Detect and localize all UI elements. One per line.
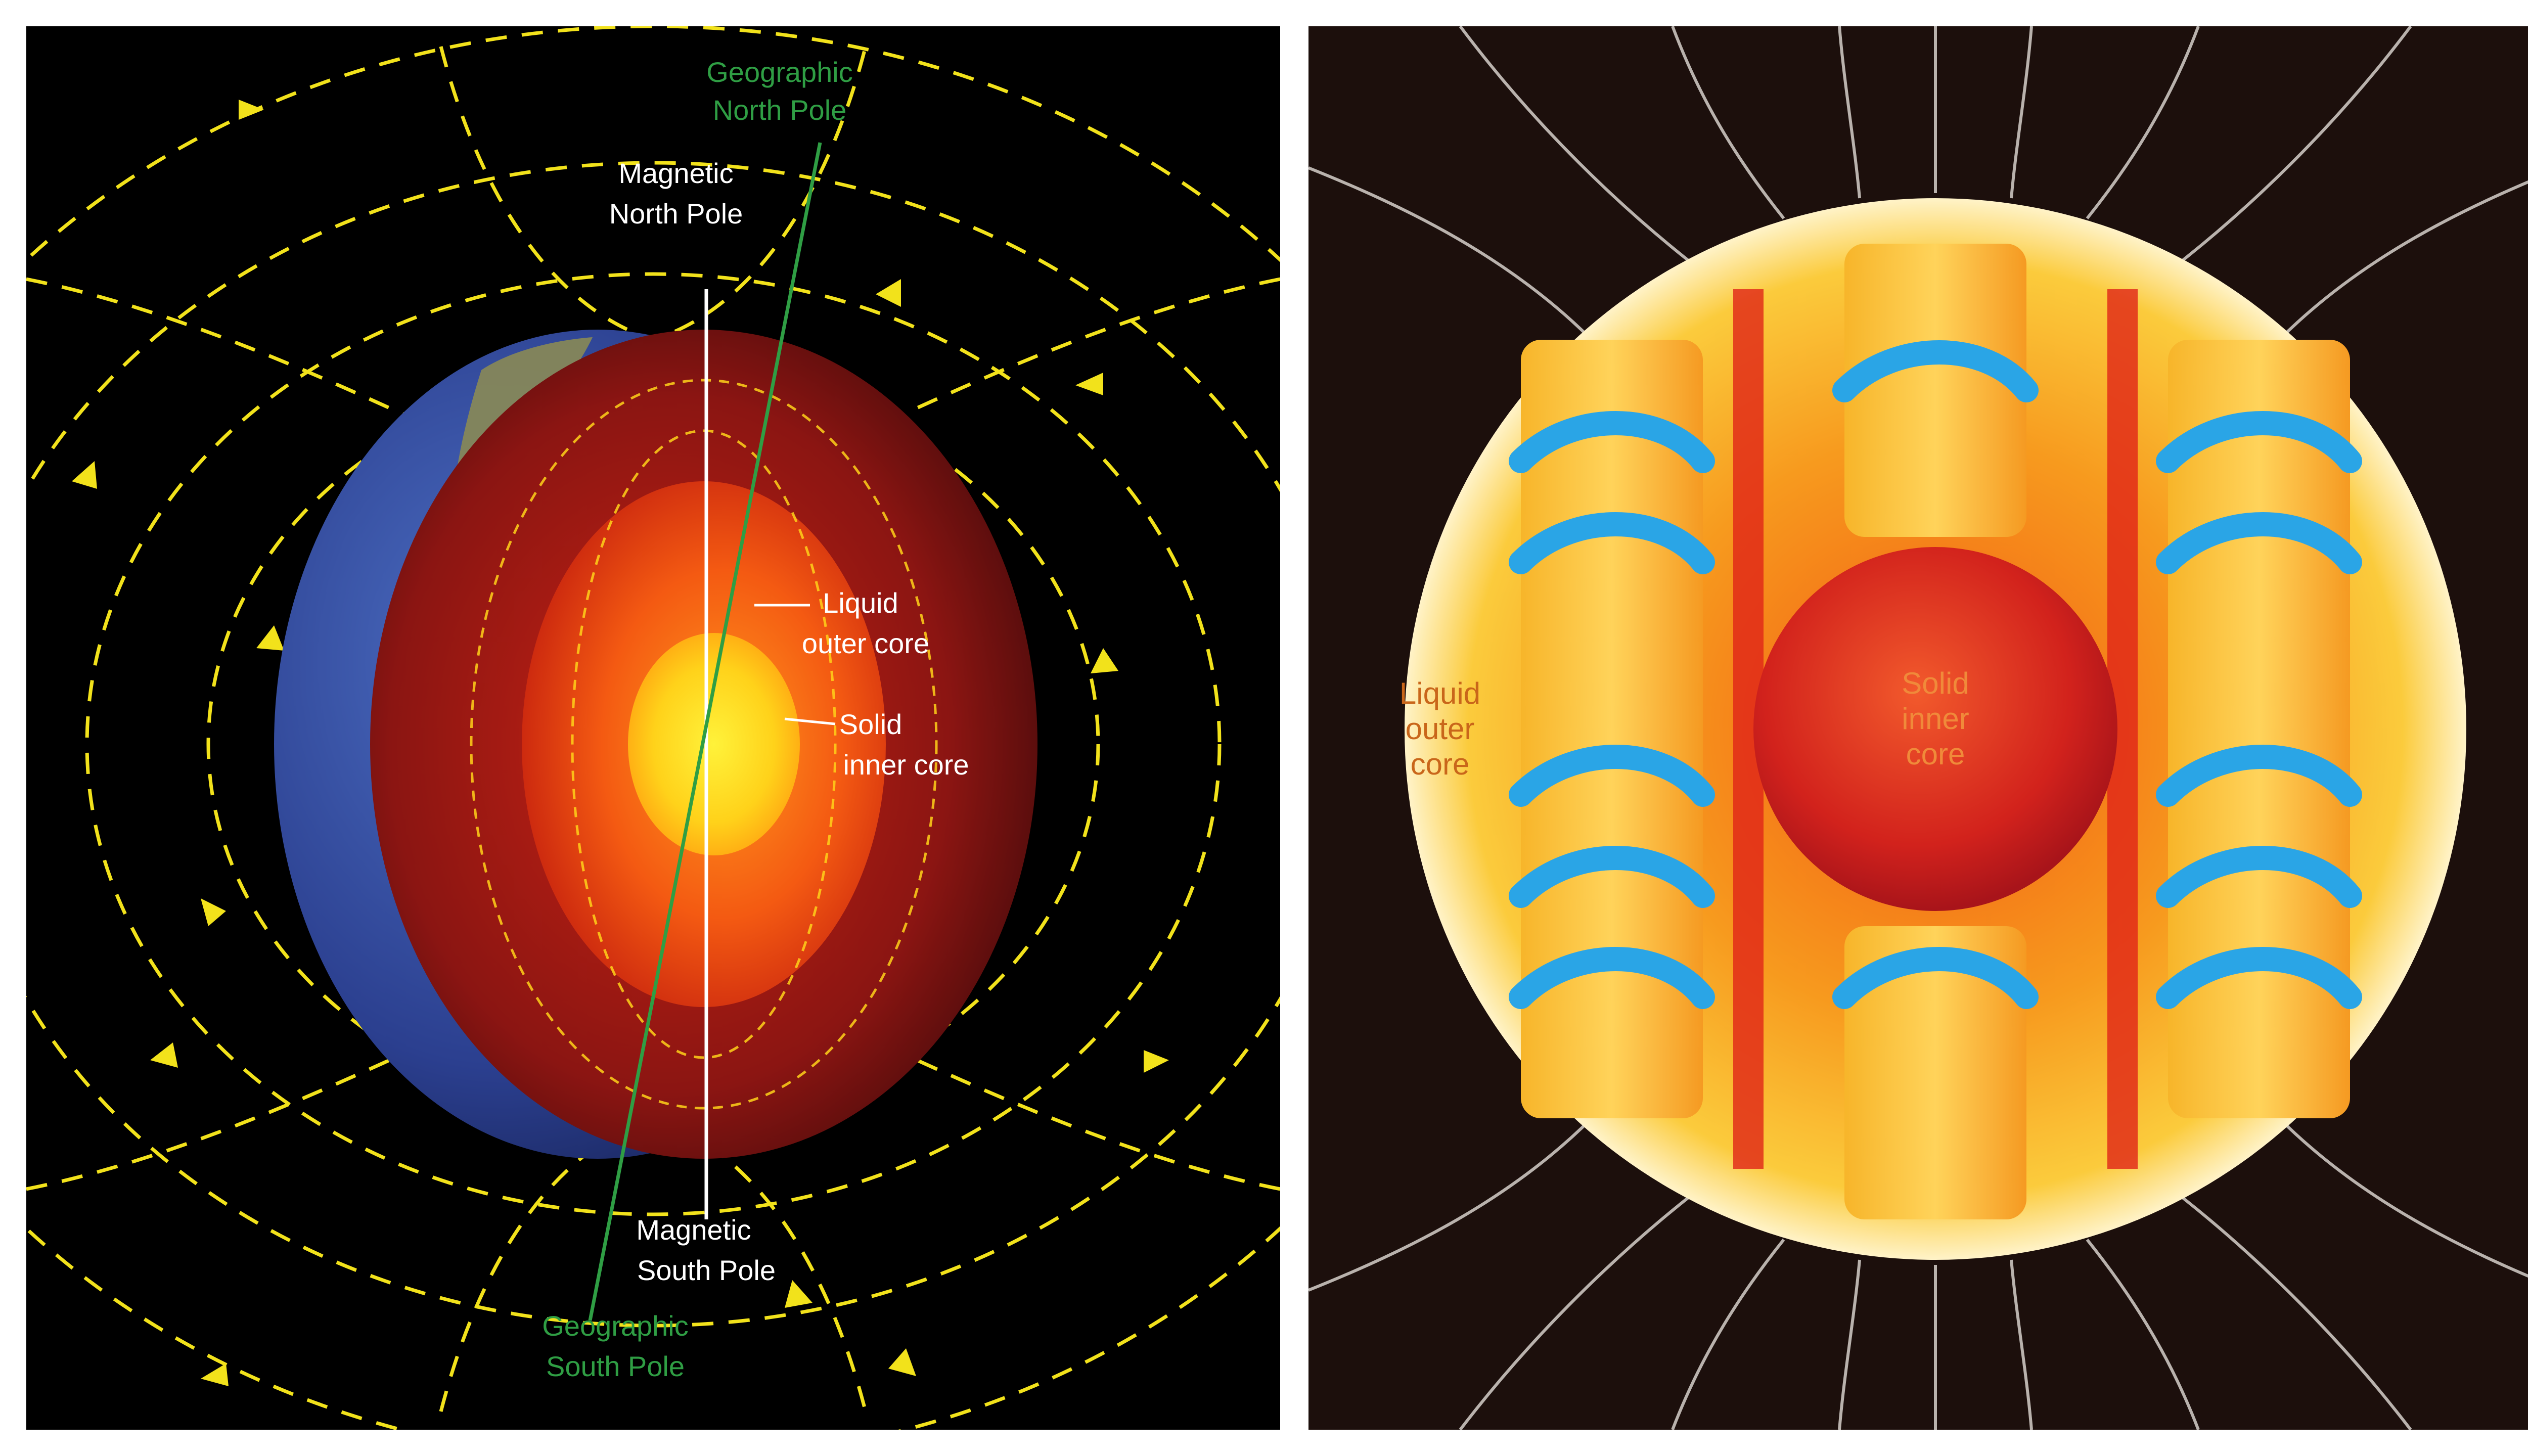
field-arrow — [201, 898, 226, 926]
convection-column-top — [1844, 244, 2026, 537]
field-line — [1460, 26, 1693, 264]
liquid-outer-core-label-line3: core — [1411, 747, 1470, 781]
field-line — [1308, 1118, 1592, 1290]
magnetic-south-pole-label-line2: South Pole — [637, 1254, 776, 1286]
liquid-outer-core-label-line2: outer — [1406, 712, 1475, 746]
magnetic-north-pole-label-line2: North Pole — [609, 198, 743, 230]
solid-inner-core-label-line1: Solid — [839, 708, 902, 740]
geographic-north-pole-label-line1: Geographic — [706, 56, 853, 88]
field-line — [2087, 1240, 2198, 1430]
geographic-north-pole-label-line2: North Pole — [713, 94, 847, 126]
field-line — [1839, 26, 1860, 198]
field-line-top — [441, 47, 866, 340]
core-convection-illustration: Liquid outer core Solid inner core — [1308, 26, 2528, 1430]
field-line — [1308, 168, 1592, 340]
field-arrow — [150, 1042, 178, 1068]
magnetic-south-pole-label-line1: Magnetic — [636, 1214, 751, 1246]
field-arrow — [1091, 648, 1118, 673]
field-line — [2011, 1260, 2032, 1430]
solid-inner-core-label-line2: inner core — [843, 749, 969, 781]
field-arrow — [1144, 1050, 1169, 1073]
liquid-outer-core-label-line1: Liquid — [1400, 676, 1480, 710]
field-arrow — [876, 279, 901, 307]
solid-inner-core-label-line1: Solid — [1902, 666, 1969, 700]
field-line — [2279, 168, 2528, 340]
field-arrow — [256, 625, 284, 651]
solid-inner-core-label-line2: inner — [1902, 702, 1969, 736]
field-line — [2178, 26, 2411, 264]
field-arrow — [785, 1280, 812, 1308]
solid-inner-core-shape — [628, 633, 800, 855]
convection-column-right — [2168, 340, 2350, 1118]
field-line-upper-left — [26, 279, 461, 441]
field-line — [1673, 1240, 1784, 1430]
field-line — [2279, 1118, 2528, 1290]
field-line-upper-right — [845, 279, 1280, 441]
field-line — [2011, 26, 2032, 198]
earth-magnetic-field-diagram: Geographic North Pole Magnetic North Pol… — [26, 26, 1280, 1430]
field-line — [1460, 1194, 1693, 1430]
liquid-outer-core-label-line1: Liquid — [823, 587, 898, 619]
solid-inner-core-label-line3: core — [1906, 737, 1965, 771]
geographic-south-pole-label-line2: South Pole — [546, 1350, 685, 1382]
field-arrow — [72, 461, 97, 489]
earth-cutaway-illustration: Geographic North Pole Magnetic North Pol… — [26, 26, 1280, 1430]
field-line — [2087, 26, 2198, 218]
core-dynamo-diagram: Liquid outer core Solid inner core — [1308, 26, 2528, 1430]
field-line — [1839, 1260, 1860, 1430]
field-arrow — [239, 100, 264, 120]
field-line — [1673, 26, 1784, 218]
field-arrow — [888, 1348, 916, 1376]
geographic-south-pole-label-line1: Geographic — [542, 1310, 689, 1342]
field-line — [2178, 1194, 2411, 1430]
field-arrow — [1075, 373, 1103, 395]
magnetic-north-pole-label-line1: Magnetic — [618, 157, 733, 189]
convection-column-left — [1521, 340, 1703, 1118]
field-arrow — [201, 1363, 229, 1386]
liquid-outer-core-label-line2: outer core — [802, 627, 929, 659]
